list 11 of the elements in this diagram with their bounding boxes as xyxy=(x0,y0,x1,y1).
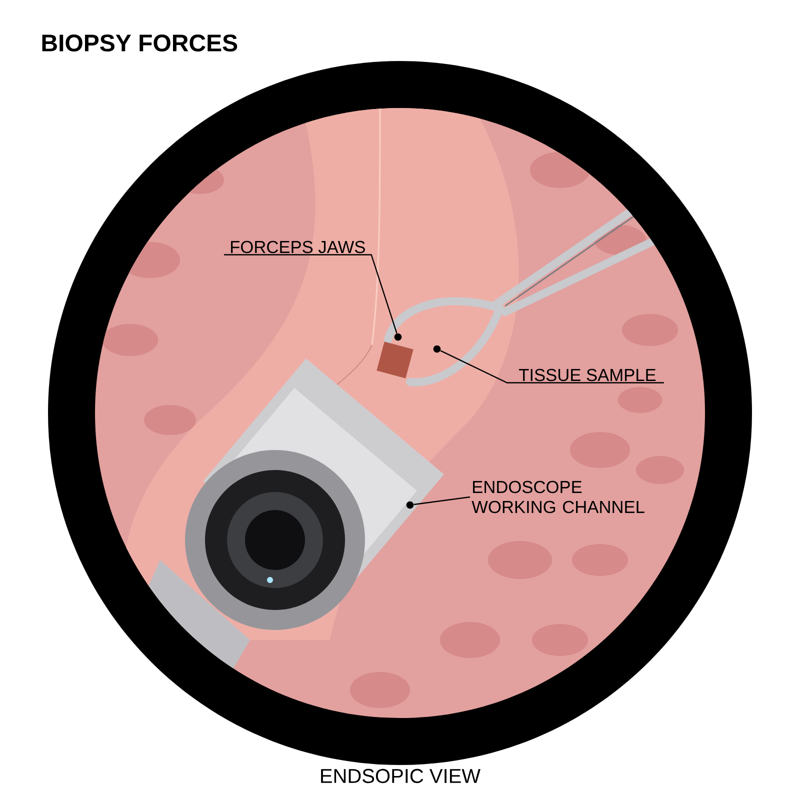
leader-line xyxy=(224,254,398,334)
title: BIOPSY FORCES xyxy=(42,34,238,52)
callout-label: TISSUE SAMPLE xyxy=(519,368,656,382)
callout-label: ENDOSCOPE WORKING CHANNEL xyxy=(472,480,644,514)
leader-line xyxy=(414,496,470,506)
leader-dot xyxy=(394,333,402,341)
leader-line xyxy=(440,350,664,384)
caption: ENDSOPIC VIEW xyxy=(321,768,480,784)
leader-dot xyxy=(406,501,414,509)
callout-label: FORCEPS JAWS xyxy=(231,240,365,254)
leader-dot xyxy=(433,345,441,353)
